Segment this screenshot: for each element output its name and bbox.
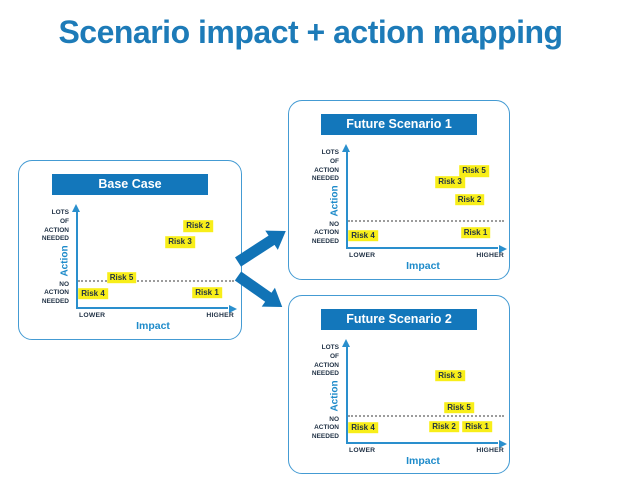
- y-axis-title: Action: [329, 185, 341, 217]
- panel-title-base-case: Base Case: [52, 174, 208, 195]
- y-axis-top-label: LOTS OF ACTION NEEDED: [311, 149, 339, 183]
- y-axis-arrow-icon: [72, 204, 80, 212]
- x-axis-arrow-icon: [499, 245, 507, 253]
- risk-chip: Risk 3: [165, 236, 195, 249]
- risk-chip: Risk 1: [460, 226, 491, 239]
- y-axis-bottom-label: NO ACTION NEEDED: [41, 280, 69, 306]
- risk-chip: Risk 4: [348, 229, 378, 242]
- risk-chip: Risk 2: [183, 220, 213, 233]
- risk-chip: Risk 5: [459, 165, 489, 177]
- risk-markers: Risk 2 Risk 3 Risk 5 Risk 4 Risk 1: [78, 212, 228, 307]
- risk-chip: Risk 5: [106, 271, 137, 284]
- x-axis-title: Impact: [406, 260, 440, 272]
- risk-chip: Risk 4: [78, 287, 108, 300]
- page-title: Scenario impact + action mapping: [58, 14, 563, 50]
- x-axis-left-label: LOWER: [79, 312, 106, 319]
- x-axis-title: Impact: [406, 455, 440, 467]
- y-axis-bottom-label: NO ACTION NEEDED: [311, 220, 339, 246]
- risk-chip: Risk 5: [444, 402, 474, 414]
- arrow-to-scenario-1-icon: [235, 230, 286, 267]
- x-axis-title: Impact: [136, 320, 170, 332]
- y-axis-top-label: LOTS OF ACTION NEEDED: [311, 344, 339, 378]
- panel-title-future-scenario-2: Future Scenario 2: [321, 309, 477, 330]
- x-axis-right-label: HIGHER: [476, 447, 504, 454]
- x-axis-left-label: LOWER: [349, 447, 376, 454]
- y-axis-arrow-icon: [342, 144, 350, 152]
- x-axis-right-label: HIGHER: [206, 312, 234, 319]
- risk-chip: Risk 2: [429, 421, 459, 433]
- x-axis-arrow-icon: [229, 305, 237, 313]
- arrow-to-scenario-2-icon: [234, 271, 283, 307]
- panel-title-future-scenario-1: Future Scenario 1: [321, 114, 477, 135]
- risk-chip: Risk 3: [435, 176, 465, 189]
- action-threshold-dotted-line: [348, 220, 504, 223]
- risk-chip: Risk 4: [348, 421, 378, 434]
- y-axis-title: Action: [59, 245, 71, 277]
- x-axis-right-label: HIGHER: [476, 252, 504, 259]
- y-axis-title: Action: [329, 380, 341, 412]
- y-axis-arrow-icon: [342, 339, 350, 347]
- risk-chip: Risk 3: [435, 369, 465, 382]
- y-axis-top-label: LOTS OF ACTION NEEDED: [41, 209, 69, 243]
- action-threshold-dotted-line: [348, 415, 504, 418]
- impact-action-plot: Risk 2 Risk 3 Risk 5 Risk 4 Risk 1 LOTS OF A…: [42, 204, 237, 332]
- risk-chip: Risk 2: [454, 193, 485, 206]
- x-axis-arrow-icon: [499, 440, 507, 448]
- scenario-mapping-arrows: [234, 230, 286, 307]
- action-threshold-dotted-line: [78, 280, 234, 283]
- y-axis-bottom-label: NO ACTION NEEDED: [311, 415, 339, 441]
- risk-chip: Risk 1: [462, 421, 492, 433]
- panel-base-case: Base Case Risk 2 Risk 3 Risk 5 Risk 4 Risk 1…: [18, 160, 242, 340]
- x-axis-left-label: LOWER: [349, 252, 376, 259]
- risk-chip: Risk 1: [192, 286, 222, 299]
